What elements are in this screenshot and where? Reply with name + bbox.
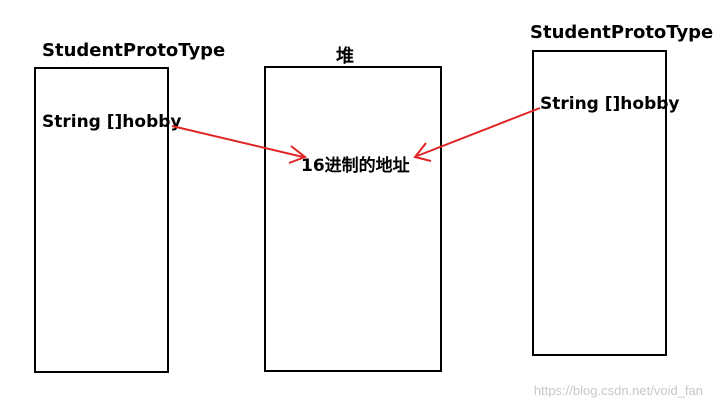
heap-address-label: 16进制的地址: [301, 156, 410, 176]
heap-title: 堆: [336, 46, 354, 67]
left-object-box: [34, 67, 169, 373]
right-object-box: [532, 50, 667, 356]
left-box-title: StudentProtoType: [42, 40, 226, 61]
heap-box: [264, 66, 442, 372]
right-box-title: StudentProtoType: [530, 22, 713, 43]
right-hobby-field: String []hobby: [540, 94, 680, 114]
left-hobby-field: String []hobby: [42, 112, 182, 132]
watermark: https://blog.csdn.net/void_fan: [533, 383, 703, 398]
